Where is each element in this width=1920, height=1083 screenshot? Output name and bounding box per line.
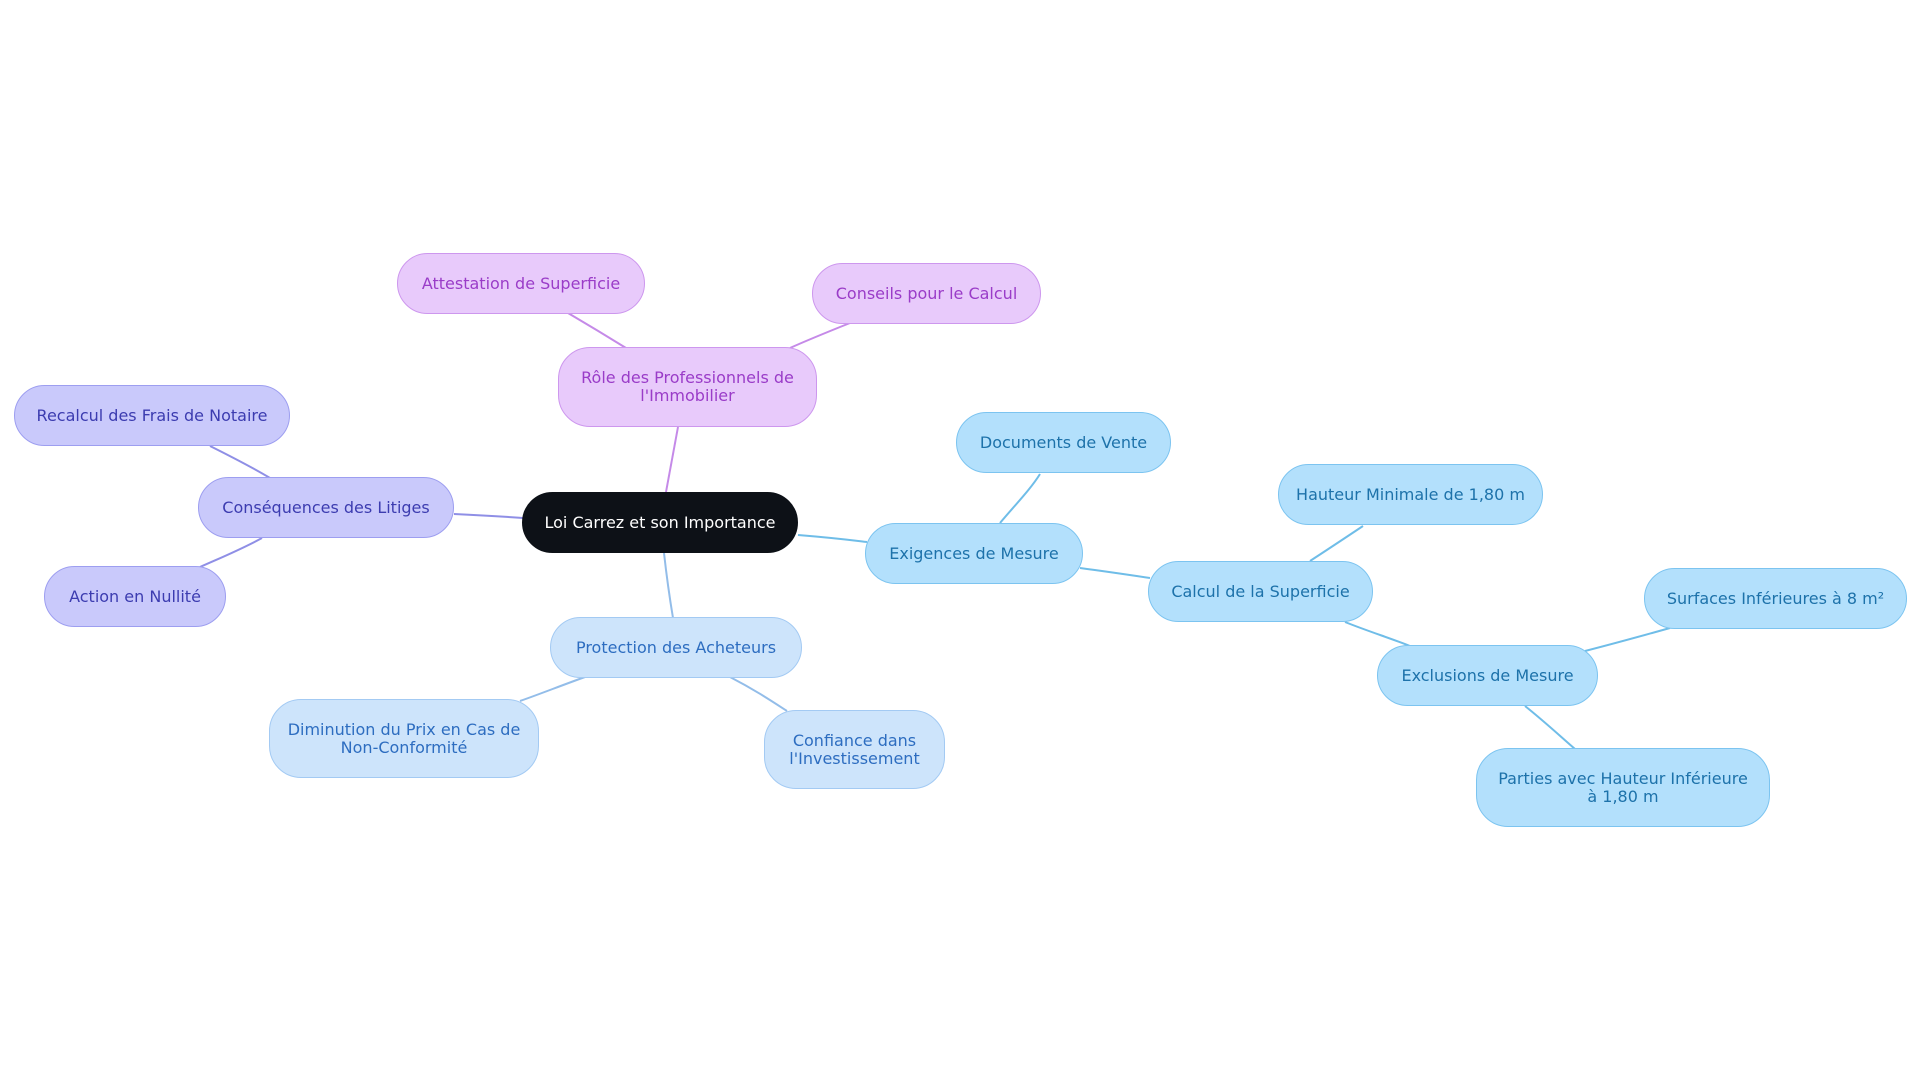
node-calcul-de-la-superficie[interactable]: Calcul de la Superficie [1148,561,1373,622]
node-label-line-1: Rôle des Professionnels de [581,368,794,387]
node-parties-hauteur-inferieure[interactable]: Parties avec Hauteur Inférieure à 1,80 m [1476,748,1770,827]
edge-litiges-recalcul [209,445,271,479]
node-label-line-2: à 1,80 m [1587,786,1659,806]
node-label: Exigences de Mesure [889,543,1059,563]
node-label-line-2: Non-Conformité [340,737,468,757]
edge-root-litiges [453,513,524,519]
edge-exclusions-surfaces [1584,627,1671,652]
edge-protection-diminution [519,676,586,702]
node-diminution-du-prix[interactable]: Diminution du Prix en Cas de Non-Conform… [269,699,539,778]
node-action-en-nullite[interactable]: Action en Nullité [44,566,226,627]
node-exclusions-de-mesure[interactable]: Exclusions de Mesure [1377,645,1598,706]
node-documents-de-vente[interactable]: Documents de Vente [956,412,1171,473]
node-label-line-2: l'Investissement [789,748,920,768]
node-recalcul-frais-notaire[interactable]: Recalcul des Frais de Notaire [14,385,290,446]
node-conseils-pour-le-calcul[interactable]: Conseils pour le Calcul [812,263,1041,324]
node-attestation-de-superficie[interactable]: Attestation de Superficie [397,253,645,314]
root-node-label: Loi Carrez et son Importance [544,512,776,532]
node-label: Conseils pour le Calcul [835,283,1018,303]
edge-exigences-calcul [1079,567,1151,579]
node-consequences-des-litiges[interactable]: Conséquences des Litiges [198,477,454,538]
node-label: Calcul de la Superficie [1171,581,1350,601]
edge-exigences-documents [999,473,1041,524]
node-label: Attestation de Superficie [421,273,621,293]
node-protection-des-acheteurs[interactable]: Protection des Acheteurs [550,617,802,678]
node-label: Conséquences des Litiges [222,497,430,517]
edge-exclusions-parties [1524,705,1576,750]
node-label: Action en Nullité [69,586,201,606]
edge-protection-confiance [729,676,788,712]
node-label: Recalcul des Frais de Notaire [36,405,268,425]
node-hauteur-minimale[interactable]: Hauteur Minimale de 1,80 m [1278,464,1543,525]
node-label: Surfaces Inférieures à 8 m² [1666,588,1885,608]
edge-root-protection [663,552,674,619]
node-surfaces-inferieures[interactable]: Surfaces Inférieures à 8 m² [1644,568,1907,629]
edge-calcul-hauteur [1309,525,1364,562]
node-label: Documents de Vente [979,432,1148,452]
edge-litiges-nullite [199,537,263,568]
edge-role-attestation [567,312,627,349]
node-label-line-1: Confiance dans [792,730,917,750]
node-label-line-2: l'Immobilier [640,386,735,405]
node-label: Hauteur Minimale de 1,80 m [1296,484,1525,504]
node-label-line-1: Diminution du Prix en Cas de [287,719,521,739]
root-node[interactable]: Loi Carrez et son Importance [522,492,798,553]
node-label: Protection des Acheteurs [575,637,777,657]
edge-root-exigences [797,534,868,543]
edge-root-role [665,426,679,493]
node-label-line-1: Parties avec Hauteur Inférieure [1498,768,1748,788]
edge-calcul-exclusions [1344,621,1411,647]
node-exigences-de-mesure[interactable]: Exigences de Mesure [865,523,1083,584]
node-confiance-investissement[interactable]: Confiance dans l'Investissement [764,710,945,789]
node-label: Exclusions de Mesure [1401,665,1574,685]
node-role-des-professionnels[interactable]: Rôle des Professionnels de l'Immobilier [558,347,817,427]
edge-role-conseils [789,322,851,349]
